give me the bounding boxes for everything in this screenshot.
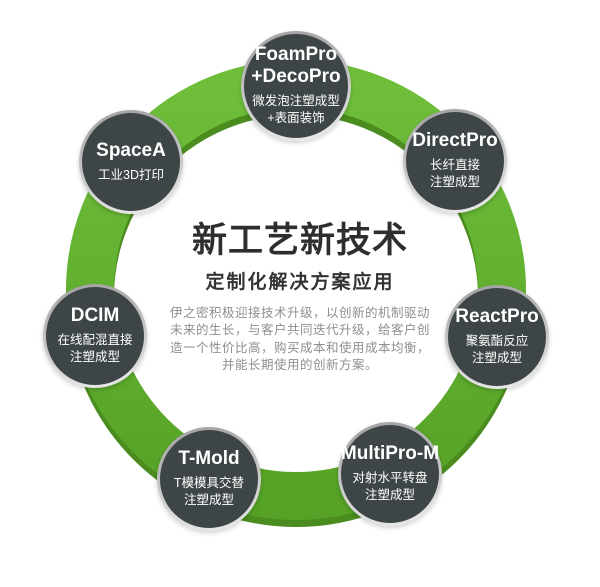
description-line: 伊之密积极迎接技术升级，以创新的机制驱动 xyxy=(169,305,430,320)
node-title: ReactPro xyxy=(455,306,538,328)
node-circle: T-Mold T模模具交替 注塑成型 xyxy=(160,430,258,528)
node-title-line: DirectPro xyxy=(412,130,498,152)
node-title-line: SpaceA xyxy=(96,139,166,161)
node-subtitle: 在线配混直接 注塑成型 xyxy=(57,332,132,367)
node-title-line: MultiPro-M xyxy=(340,443,440,465)
node-multipro-m: MultiPro-M 对射水平转盘 注塑成型 xyxy=(338,422,442,526)
description-line: 造一个性价比高，购买成本和使用成本均衡， xyxy=(169,340,430,355)
node-spacea: SpaceA 工业3D打印 xyxy=(79,110,183,214)
node-subtitle-line: 工业3D打印 xyxy=(98,167,164,182)
node-subtitle-line: 长纤直接 xyxy=(429,158,480,173)
node-circle: SpaceA 工业3D打印 xyxy=(82,113,180,211)
node-subtitle-line: 注塑成型 xyxy=(69,350,120,365)
node-title-line: DCIM xyxy=(70,305,120,327)
node-circle: ReactPro 聚氨酯反应 注塑成型 xyxy=(448,288,546,386)
node-subtitle-line: 微发泡注塑成型 xyxy=(252,94,340,109)
node-circle: DirectPro 长纤直接 注塑成型 xyxy=(406,112,504,210)
node-title: FoamPro +DecoPro xyxy=(251,44,340,88)
node-title-line: +DecoPro xyxy=(251,66,341,88)
node-subtitle-line: 对射水平转盘 xyxy=(352,471,428,486)
node-circle: FoamPro +DecoPro 微发泡注塑成型 +表面装饰 xyxy=(244,34,348,138)
node-subtitle-line: 注塑成型 xyxy=(429,175,480,190)
node-title-line: FoamPro xyxy=(254,44,338,66)
node-circle: MultiPro-M 对射水平转盘 注塑成型 xyxy=(341,425,439,523)
diagram-subtitle: 定制化解决方案应用 xyxy=(205,271,395,293)
node-subtitle: 工业3D打印 xyxy=(98,167,164,184)
node-title: DirectPro xyxy=(412,130,498,152)
description-line: 未来的生长，与客户共同迭代升级，给客户创 xyxy=(169,323,430,337)
description-line: 并能长期使用的创新方案。 xyxy=(221,358,378,372)
node-title: T-Mold xyxy=(178,448,239,470)
node-subtitle-line: 注塑成型 xyxy=(364,488,415,503)
center-text-block: 新工艺新技术 定制化解决方案应用 伊之密积极迎接技术升级，以创新的机制驱动 未来… xyxy=(0,221,600,375)
node-subtitle-line: 注塑成型 xyxy=(183,493,234,508)
node-directpro: DirectPro 长纤直接 注塑成型 xyxy=(403,109,507,213)
node-circle: DCIM 在线配混直接 注塑成型 xyxy=(46,287,144,385)
node-foampro-decopro: FoamPro +DecoPro 微发泡注塑成型 +表面装饰 xyxy=(241,31,351,141)
node-title-line: ReactPro xyxy=(455,306,539,328)
node-subtitle: 长纤直接 注塑成型 xyxy=(430,157,480,192)
node-subtitle-line: 注塑成型 xyxy=(471,351,522,366)
node-title: DCIM xyxy=(71,305,120,327)
node-subtitle-line: +表面装饰 xyxy=(267,111,325,126)
node-subtitle: T模模具交替 注塑成型 xyxy=(174,475,244,510)
node-subtitle: 对射水平转盘 注塑成型 xyxy=(352,470,427,505)
node-title: SpaceA xyxy=(96,140,166,162)
node-dcim: DCIM 在线配混直接 注塑成型 xyxy=(43,284,147,388)
node-subtitle: 聚氨酯反应 注塑成型 xyxy=(466,333,529,368)
node-title: MultiPro-M xyxy=(341,443,439,465)
node-subtitle-line: T模模具交替 xyxy=(173,476,245,491)
node-subtitle: 微发泡注塑成型 +表面装饰 xyxy=(252,93,340,128)
diagram-title: 新工艺新技术 xyxy=(191,221,408,260)
node-title-line: T-Mold xyxy=(178,448,240,470)
node-t-mold: T-Mold T模模具交替 注塑成型 xyxy=(157,427,261,531)
diagram-description: 伊之密积极迎接技术升级，以创新的机制驱动 未来的生长，与客户共同迭代升级，给客户… xyxy=(0,305,600,375)
node-subtitle-line: 聚氨酯反应 xyxy=(465,334,529,349)
node-subtitle-line: 在线配混直接 xyxy=(57,333,133,348)
node-reactpro: ReactPro 聚氨酯反应 注塑成型 xyxy=(445,285,549,389)
